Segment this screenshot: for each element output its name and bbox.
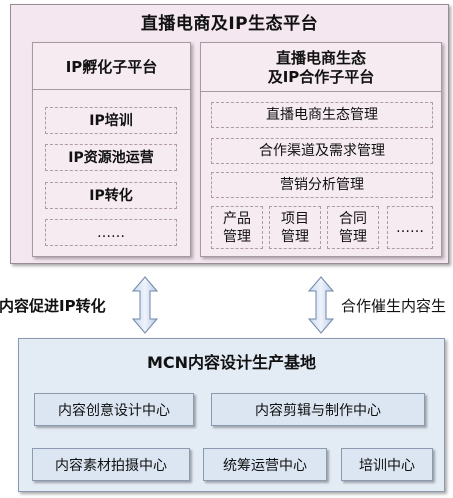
marketing-analysis-item: 营销分析管理 bbox=[211, 172, 433, 198]
project-management-item: 项目 管理 bbox=[269, 206, 321, 249]
product-management-item: 产品 管理 bbox=[211, 206, 263, 249]
live-ecommerce-subplatform: 直播电商生态 及IP合作子平台 直播电商生态管理 合作渠道及需求管理 营销分析管… bbox=[200, 42, 442, 257]
double-arrow-left-icon bbox=[132, 276, 158, 334]
ecosystem-management-item: 直播电商生态管理 bbox=[211, 102, 433, 128]
project-management-line2: 管理 bbox=[281, 228, 309, 245]
more-management-item: …… bbox=[387, 206, 433, 249]
editing-production-center: 内容剪辑与制作中心 bbox=[211, 393, 425, 426]
cooperation-breeds-content-label: 合作催生内容生 bbox=[341, 297, 447, 315]
ip-incubation-subplatform: IP孵化子平台 IP培训 IP资源池运营 IP转化 …… bbox=[32, 42, 191, 257]
content-promotes-ip-label: 内容促进IP转化 bbox=[0, 297, 106, 315]
coordination-operation-center: 统筹运营中心 bbox=[203, 448, 327, 481]
ip-incubation-divider bbox=[33, 89, 190, 90]
platform-title: 直播电商及IP生态平台 bbox=[140, 14, 319, 34]
mcn-base-title: MCN内容设计生产基地 bbox=[146, 353, 317, 372]
double-arrow-right-icon bbox=[308, 276, 334, 334]
product-management-line1: 产品 bbox=[223, 210, 251, 227]
live-ecommerce-title-line1: 直播电商生态 bbox=[275, 49, 366, 67]
ip-incubation-title: IP孵化子平台 bbox=[65, 58, 158, 76]
contract-management-line2: 管理 bbox=[339, 228, 367, 245]
ip-training-item: IP培训 bbox=[45, 107, 177, 134]
product-management-line2: 管理 bbox=[223, 228, 251, 245]
contract-management-line1: 合同 bbox=[339, 210, 367, 227]
live-ecommerce-divider bbox=[201, 91, 441, 92]
ip-conversion-item: IP转化 bbox=[45, 182, 177, 209]
channel-demand-management-item: 合作渠道及需求管理 bbox=[211, 138, 433, 164]
ip-more-item: …… bbox=[45, 219, 177, 246]
creative-design-center: 内容创意设计中心 bbox=[34, 393, 194, 426]
contract-management-item: 合同 管理 bbox=[327, 206, 379, 249]
training-center: 培训中心 bbox=[341, 448, 433, 481]
live-ecommerce-title-line2: 及IP合作子平台 bbox=[267, 68, 375, 86]
ip-resource-pool-item: IP资源池运营 bbox=[45, 144, 177, 171]
material-shooting-center: 内容素材拍摄中心 bbox=[32, 448, 190, 481]
project-management-line1: 项目 bbox=[281, 210, 309, 227]
